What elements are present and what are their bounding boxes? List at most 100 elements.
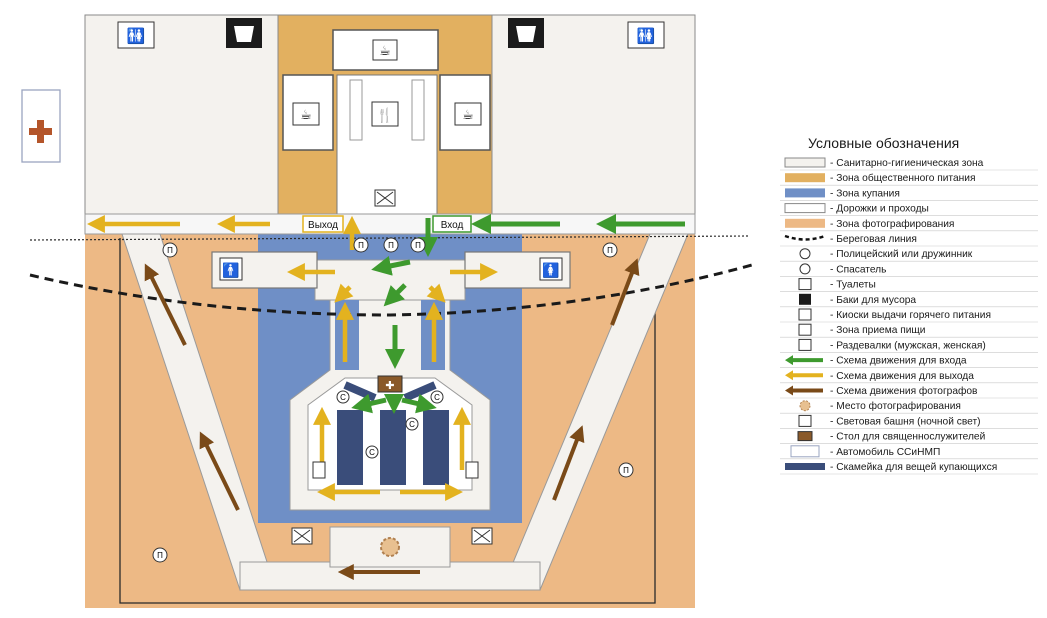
legend-label: - Раздевалки (мужская, женская) <box>830 340 986 351</box>
police-icon <box>799 248 811 260</box>
svg-text:П: П <box>388 241 394 250</box>
sanitary-zone-swatch <box>784 157 826 168</box>
legend-item-rescuer-icon: - Спасатель <box>780 263 1038 277</box>
hot-food-kiosk-icon <box>798 308 812 321</box>
changing-room-left-icon-box <box>219 257 243 281</box>
toilet-glyph-right: 🚻 <box>637 27 656 45</box>
legend-label: - Спасатель <box>830 264 886 275</box>
svg-text:С: С <box>434 393 440 402</box>
legend-label: - Полицейский или дружинник <box>830 249 973 260</box>
legend-item-swimming-zone-swatch: - Зона купания <box>780 188 1038 201</box>
legend-label: - Схема движения фотографов <box>830 385 977 397</box>
legend-item-police-icon: - Полицейский или дружинник <box>780 248 1038 262</box>
exit-arrows <box>86 215 499 501</box>
paths-swatch <box>784 203 826 214</box>
legend-item-dining-zone-icon: - Зона приема пищи <box>780 323 1038 338</box>
legend-label: - Место фотографирования <box>830 400 961 412</box>
ambulance-cross <box>29 120 52 143</box>
hot-food-kiosk-icon-right <box>454 102 482 126</box>
light-tower-icon-right <box>471 527 493 545</box>
trash-bin-icon <box>799 293 811 305</box>
entry-arrows <box>351 214 685 414</box>
legend-label: - Схема движения для входа <box>830 356 967 367</box>
dining-zone-icon <box>798 323 812 336</box>
dining-zone-icon <box>371 101 399 127</box>
exit-label: Выход <box>308 220 338 231</box>
dining-table-left <box>349 79 363 141</box>
shoreline-icon <box>784 234 826 241</box>
toilet-icon-left <box>117 21 155 49</box>
changing-figure-left: 🚹 <box>222 262 239 279</box>
svg-text:П: П <box>157 551 163 560</box>
svg-text:С: С <box>340 393 346 402</box>
sanitary-zone-left <box>84 14 279 216</box>
legend-label: - Стол для священнослужителей <box>830 432 985 443</box>
legend-item-toilet-icon: - Туалеты <box>780 278 1038 292</box>
legend-label: - Зона приема пищи <box>830 325 925 336</box>
changing-figure-right: 🚺 <box>542 262 559 279</box>
legend-title: Условные обозначения <box>808 135 959 151</box>
photo-zone-swatch <box>785 218 825 228</box>
hot-food-kiosk-icon-left <box>292 102 320 126</box>
perimeter-line <box>119 238 656 604</box>
toilet-icon-pier-right <box>465 461 479 479</box>
shoreline <box>29 263 753 317</box>
toilet-icon <box>798 278 812 291</box>
bench-middle <box>380 410 406 485</box>
legend-item-ambulance-icon: - Автомобиль ССиНМП <box>780 445 1038 460</box>
legend-item-photographer-arrow-icon: - Схема движения фотографов <box>780 385 1038 399</box>
changing-room-icon <box>798 338 812 351</box>
legend-label: - Световая башня (ночной свет) <box>830 415 981 427</box>
legend-item-food-zone-swatch: - Зона общественного питания <box>780 172 1038 186</box>
legend: Условные обозначения - Санитарно-гигиени… <box>780 135 1038 475</box>
dining-table-right <box>411 79 425 141</box>
changing-room-right-icon-box <box>539 257 563 281</box>
legend-label: - Схема движения для выхода <box>830 371 974 382</box>
ambulance-icon <box>790 445 820 458</box>
trash-bin-glyph-left <box>234 26 254 42</box>
rescuer-icon <box>799 263 811 275</box>
entry-label: Вход <box>441 220 464 231</box>
legend-item-entry-arrow-icon: - Схема движения для входа <box>780 355 1038 368</box>
clergy-table-icon <box>797 431 813 442</box>
legend-item-hot-food-kiosk-icon: - Киоски выдачи горячего питания <box>780 308 1038 323</box>
legend-item-photo-spot-icon: - Место фотографирования <box>780 400 1038 414</box>
svg-text:П: П <box>167 246 173 255</box>
legend-label: - Зона общественного питания <box>830 172 976 184</box>
legend-label: - Баки для мусора <box>830 295 916 306</box>
legend-item-sanitary-zone-swatch: - Санитарно-гигиеническая зона <box>780 157 1038 171</box>
main-path <box>84 213 696 235</box>
legend-item-trash-bin-icon: - Баки для мусора <box>780 293 1038 308</box>
cup-glyph-left: ☕ <box>300 107 312 122</box>
legend-item-paths-swatch: - Дорожки и проходы <box>780 203 1038 216</box>
legend-label: - Автомобиль ССиНМП <box>830 446 940 458</box>
beach-plan-map: 🚻 🚻 ☕ ☕ ☕ 🍴 ✚ <box>21 14 753 608</box>
rescuer-markers: С С С С <box>336 390 444 459</box>
bench-slant-right <box>403 381 437 402</box>
legend-item-exit-arrow-icon: - Схема движения для выхода <box>780 370 1038 384</box>
legend-label: - Скамейка для вещей купающихся <box>830 462 997 473</box>
legend-label: - Зона купания <box>830 188 900 199</box>
svg-text:П: П <box>607 246 613 255</box>
legend-label: - Туалеты <box>830 280 876 291</box>
legend-item-light-tower-icon: - Световая башня (ночной свет) <box>780 414 1038 429</box>
dining-glyph: 🍴 <box>376 107 393 124</box>
photo-spot-icon <box>799 400 811 412</box>
cup-glyph-right: ☕ <box>462 107 474 122</box>
toilet-icon-pier-left <box>312 461 326 479</box>
legend-item-photo-zone-swatch: - Зона фотографирования <box>780 218 1038 232</box>
trash-bin-glyph-right <box>516 26 536 42</box>
toilet-glyph-left: 🚻 <box>127 27 146 45</box>
exit-arrow-icon <box>785 370 823 381</box>
bench-right <box>423 410 449 485</box>
svg-text:П: П <box>415 241 421 250</box>
swimming-zone-swatch <box>785 188 825 198</box>
svg-text:С: С <box>369 448 375 457</box>
light-tower-icon <box>798 414 812 427</box>
legend-label: - Зона фотографирования <box>830 218 954 230</box>
legend-label: - Санитарно-гигиеническая зона <box>830 158 984 169</box>
police-markers: П П П П П П П <box>152 237 634 563</box>
legend-item-shoreline-icon: - Береговая линия <box>780 234 1038 247</box>
legend-label: - Киоски выдачи горячего питания <box>830 310 991 321</box>
bench-icon <box>785 463 825 470</box>
